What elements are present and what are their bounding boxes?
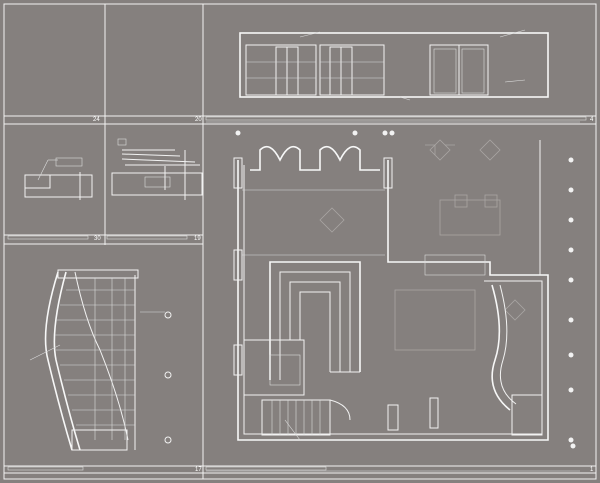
front-elevation [239,29,549,101]
panel-number: 4 [590,117,594,123]
floor-plan [233,139,549,441]
panel-number: 30 [94,236,101,242]
panel-grid [3,3,597,480]
panel-number: 1 [590,467,594,473]
detail-20 [111,138,203,200]
furniture-clusters [319,139,526,321]
panel-number: 20 [195,117,202,123]
detail-24 [24,157,93,200]
panel-number: 24 [93,117,100,123]
panel-number: 17 [195,467,202,473]
curved-ramp-detail [29,269,172,451]
grid-markers [235,130,576,449]
title-bars [7,116,587,472]
panel-number: 19 [194,236,201,242]
